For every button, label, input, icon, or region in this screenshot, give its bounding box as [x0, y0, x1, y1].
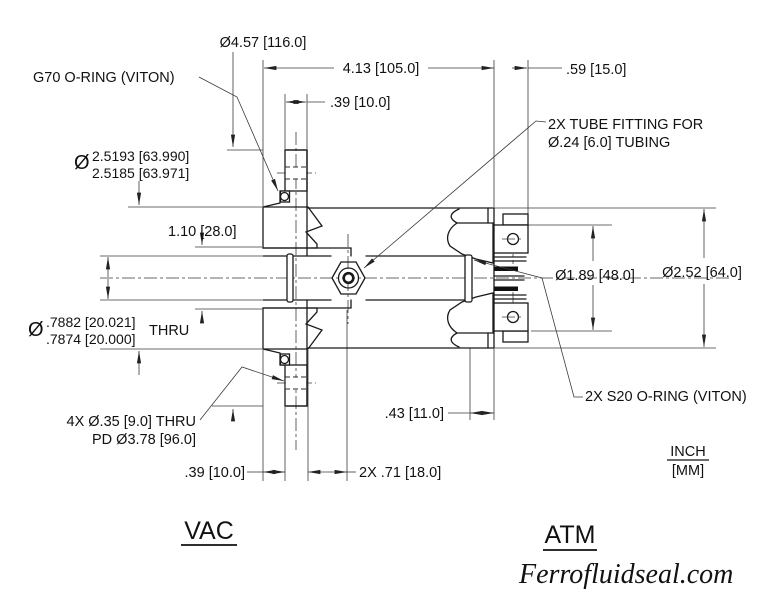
- dim-bore-line2: .7874 [20.000]: [46, 331, 136, 347]
- cap-lower-wedge-section: [446, 292, 494, 334]
- note-tube-fitting-line2: Ø.24 [6.0] TUBING: [548, 135, 670, 151]
- dim-bore-thru: THRU: [149, 323, 189, 339]
- annotations: Ø4.57 [116.0] G70 O-RING (VITON) 4.13 [1…: [28, 35, 747, 590]
- dim-pilot-dia-line1: 2.5193 [63.990]: [92, 148, 189, 164]
- bolt-holes-leader: [199, 366, 285, 421]
- note-bolt-holes-line1: 4X Ø.35 [9.0] THRU: [67, 414, 196, 430]
- dim-seal-dia: Ø1.89 [48.0]: [555, 268, 635, 284]
- dim-bore-line1: .7882 [20.021]: [46, 314, 136, 330]
- housing-body: [284, 149, 495, 407]
- dim-pilot-dia-line2: 2.5185 [63.971]: [92, 165, 189, 181]
- hex-tube-fitting: [331, 261, 366, 295]
- atmosphere-end-cap: [446, 207, 529, 349]
- dim-overall-length: 4.13 [105.0]: [343, 61, 420, 77]
- extension-lines: [100, 60, 716, 481]
- dim-counterbore-depth: 1.10 [28.0]: [168, 224, 237, 240]
- bolt-hole-top: [285, 167, 307, 179]
- dim-flange-od: Ø4.57 [116.0]: [220, 35, 307, 51]
- dim-fitting-protrusion: .59 [15.0]: [566, 62, 626, 78]
- break-line-upper: [450, 208, 460, 224]
- note-tube-fitting-line1: 2X TUBE FITTING FOR: [548, 117, 703, 133]
- dimension-lines: [105, 52, 707, 475]
- left-shaft-sleeve: [286, 253, 294, 303]
- note-s20-oring: 2X S20 O-RING (VITON): [585, 389, 747, 405]
- watermark: Ferrofluidseal.com: [518, 559, 733, 590]
- label-atmosphere-side: ATM: [545, 521, 596, 549]
- hex-fitting-port-bore: [342, 271, 355, 285]
- note-g70-oring: G70 O-RING (VITON): [33, 70, 175, 86]
- g70-oring-bottom: [279, 354, 290, 365]
- flange-hub-bottom-section: [262, 307, 324, 350]
- pilot-diameter-symbol: Ø: [74, 152, 90, 174]
- flange-hub-top-section: [262, 206, 324, 249]
- dim-body-od: Ø2.52 [64.0]: [662, 265, 742, 281]
- dim-fitting-offset: .43 [11.0]: [385, 406, 444, 422]
- right-shaft-sleeve: [464, 254, 473, 303]
- label-units-mm: [MM]: [672, 463, 704, 479]
- hex-fitting-port-outer: [337, 267, 360, 289]
- label-units-inch: INCH: [670, 444, 705, 460]
- g70-oring-leader: [198, 76, 279, 192]
- tube-fitting-leader: [363, 120, 547, 269]
- label-vacuum-side: VAC: [184, 517, 234, 545]
- leader-lines: [198, 76, 583, 421]
- bolt-hole-bottom: [285, 377, 307, 389]
- bore-diameter-symbol: Ø: [28, 319, 44, 341]
- s20-oring-leader: [473, 259, 583, 398]
- s20-oring-lower: [494, 286, 518, 291]
- dim-port-spacing: 2X .71 [18.0]: [359, 465, 441, 481]
- g70-oring-top: [279, 191, 290, 202]
- break-line-lower: [450, 332, 460, 348]
- dim-hub-thickness: .39 [10.0]: [185, 465, 245, 481]
- dim-flange-plate-thickness: .39 [10.0]: [330, 95, 390, 111]
- note-bolt-holes-line2: PD Ø3.78 [96.0]: [92, 432, 196, 448]
